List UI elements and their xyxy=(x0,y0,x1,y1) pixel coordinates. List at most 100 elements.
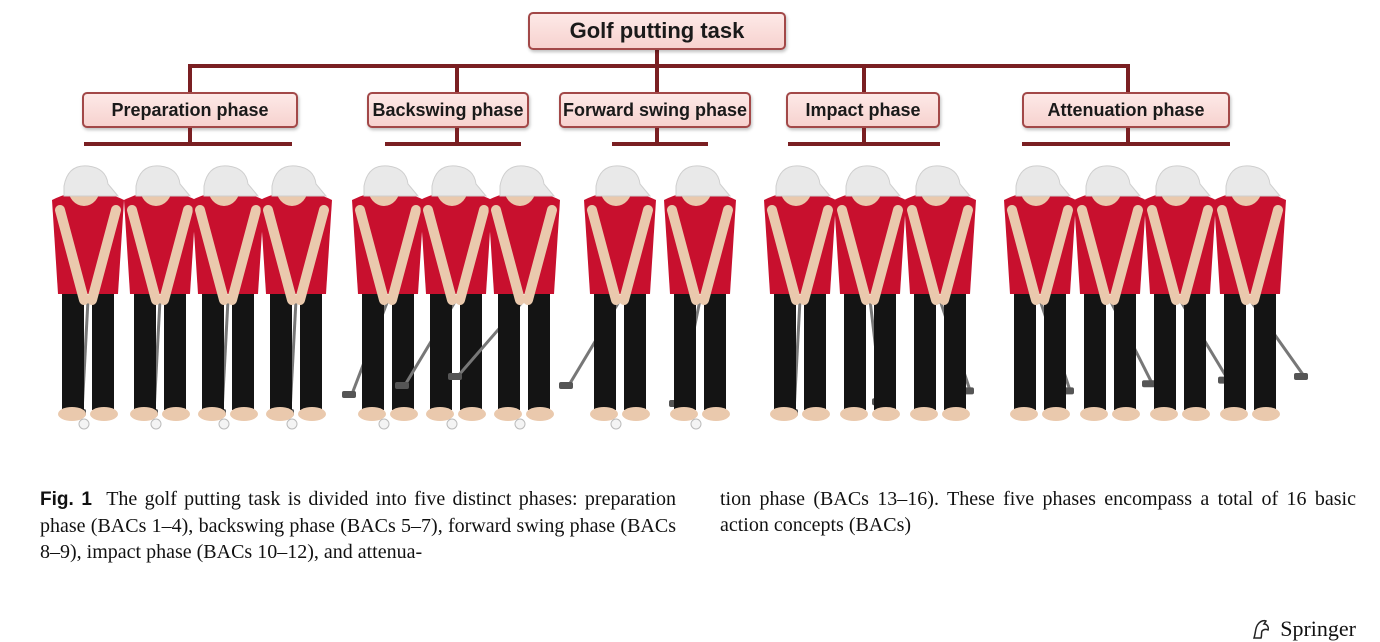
right-leg xyxy=(1044,290,1066,410)
right-arm xyxy=(619,205,653,305)
phase-node-backswing: Backswing phase xyxy=(367,92,529,128)
left-shoe xyxy=(910,407,938,421)
golfer-figure xyxy=(448,165,560,430)
right-arm xyxy=(523,205,557,305)
golfer-figure xyxy=(1214,165,1308,421)
shirt xyxy=(1004,191,1076,294)
left-shoe xyxy=(494,407,522,421)
right-arm xyxy=(699,205,733,305)
cap xyxy=(135,165,192,197)
golfer-images xyxy=(52,165,1308,430)
left-shoe xyxy=(590,407,618,421)
cap xyxy=(1225,165,1282,197)
left-arm xyxy=(1217,205,1251,305)
phase-node-attenuation: Attenuation phase xyxy=(1022,92,1230,128)
springer-horse-icon xyxy=(1253,619,1270,639)
bracket-forward xyxy=(655,128,659,144)
cap xyxy=(363,165,420,197)
right-leg xyxy=(164,290,186,410)
left-shoe xyxy=(1010,407,1038,421)
cap xyxy=(63,165,120,197)
golfer-figure xyxy=(1004,165,1076,421)
putter-head xyxy=(1294,373,1308,380)
right-arm xyxy=(1109,205,1143,305)
shirt xyxy=(834,191,906,294)
left-shoe xyxy=(1220,407,1248,421)
phase-bus xyxy=(188,64,1130,68)
golfer-figure xyxy=(395,165,492,430)
shirt xyxy=(420,191,492,294)
bracket-preparation xyxy=(188,128,192,144)
left-shoe xyxy=(770,407,798,421)
putter-head xyxy=(1142,380,1156,388)
right-shoe xyxy=(702,407,730,421)
right-leg xyxy=(624,290,646,410)
right-arm xyxy=(159,205,193,305)
left-arm xyxy=(263,205,297,305)
bracket-attenuation xyxy=(1126,128,1130,144)
left-leg xyxy=(430,290,452,410)
putter-head xyxy=(448,373,462,380)
right-shoe xyxy=(458,407,486,421)
golfer-figure xyxy=(1144,165,1232,421)
cap xyxy=(431,165,488,197)
left-shoe xyxy=(58,407,86,421)
left-arm xyxy=(1007,205,1041,305)
left-shoe xyxy=(198,407,226,421)
right-leg xyxy=(528,290,550,410)
cap xyxy=(203,165,260,197)
golfer-figure xyxy=(192,165,264,430)
left-leg xyxy=(270,290,292,410)
right-arm xyxy=(1179,205,1213,305)
shirt xyxy=(260,191,332,294)
shirt xyxy=(1144,191,1216,294)
right-shoe xyxy=(390,407,418,421)
left-arm xyxy=(767,205,801,305)
shirt xyxy=(1074,191,1146,294)
golf-ball xyxy=(514,418,526,430)
phase-drop xyxy=(188,64,192,92)
left-shoe xyxy=(1080,407,1108,421)
golf-ball xyxy=(218,418,230,430)
bracket-forward xyxy=(612,142,708,146)
right-arm xyxy=(295,205,329,305)
left-leg xyxy=(202,290,224,410)
right-shoe xyxy=(872,407,900,421)
bracket-impact xyxy=(862,128,866,144)
left-leg xyxy=(362,290,384,410)
caption-left: Fig. 1 The golf putting task is divided … xyxy=(40,486,676,565)
left-leg xyxy=(1154,290,1176,410)
cap xyxy=(595,165,652,197)
right-leg xyxy=(804,290,826,410)
left-leg xyxy=(1084,290,1106,410)
golfer-figure xyxy=(664,165,736,430)
left-arm xyxy=(907,205,941,305)
right-arm xyxy=(227,205,261,305)
golfer-figure xyxy=(52,165,124,430)
figure-label: Fig. 1 xyxy=(40,489,92,510)
right-arm xyxy=(869,205,903,305)
golf-ball xyxy=(150,418,162,430)
left-arm xyxy=(491,205,525,305)
putter-head xyxy=(395,382,409,389)
left-leg xyxy=(914,290,936,410)
phase-drop xyxy=(862,64,866,92)
right-arm xyxy=(87,205,121,305)
phase-drop xyxy=(1126,64,1130,92)
shirt xyxy=(124,191,196,294)
left-leg xyxy=(498,290,520,410)
right-shoe xyxy=(1112,407,1140,421)
right-shoe xyxy=(1252,407,1280,421)
left-leg xyxy=(844,290,866,410)
golf-ball xyxy=(78,418,90,430)
golf-ball xyxy=(378,418,390,430)
cap xyxy=(1155,165,1212,197)
bracket-backswing xyxy=(385,142,521,146)
left-leg xyxy=(134,290,156,410)
right-leg xyxy=(1254,290,1276,410)
golfer-figure xyxy=(559,165,656,430)
right-shoe xyxy=(230,407,258,421)
left-arm xyxy=(587,205,621,305)
cap xyxy=(1015,165,1072,197)
right-shoe xyxy=(802,407,830,421)
